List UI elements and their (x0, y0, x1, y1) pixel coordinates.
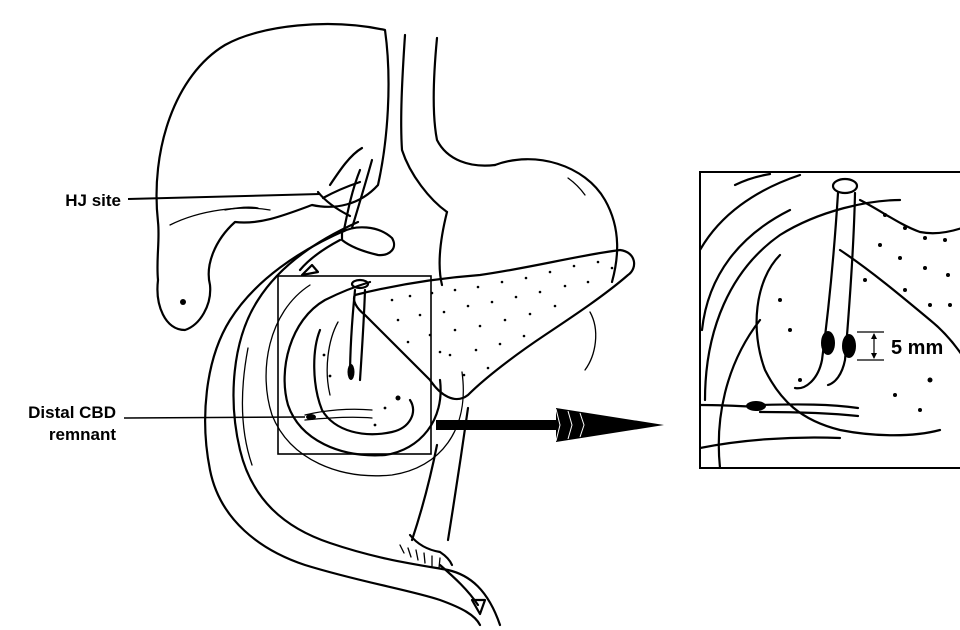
distal-cbd-pointer (124, 417, 305, 418)
pancreas-stipple (391, 261, 614, 377)
stomach (440, 159, 618, 370)
pancreas (354, 250, 634, 399)
measurement-label: 5 mm (891, 337, 943, 359)
liver (157, 24, 389, 330)
zoom-arrow (436, 408, 664, 442)
esophagus (401, 35, 495, 212)
jejunum-segment (400, 535, 485, 614)
distal-cbd-label-line2: remnant (49, 425, 116, 444)
hj-anastomosis (300, 148, 394, 275)
duodenum (266, 282, 468, 540)
zoom-inset: 5 mm (700, 172, 960, 468)
distal-cbd-label-line1: Distal CBD (28, 403, 116, 422)
hj-site-label: HJ site (65, 191, 121, 210)
